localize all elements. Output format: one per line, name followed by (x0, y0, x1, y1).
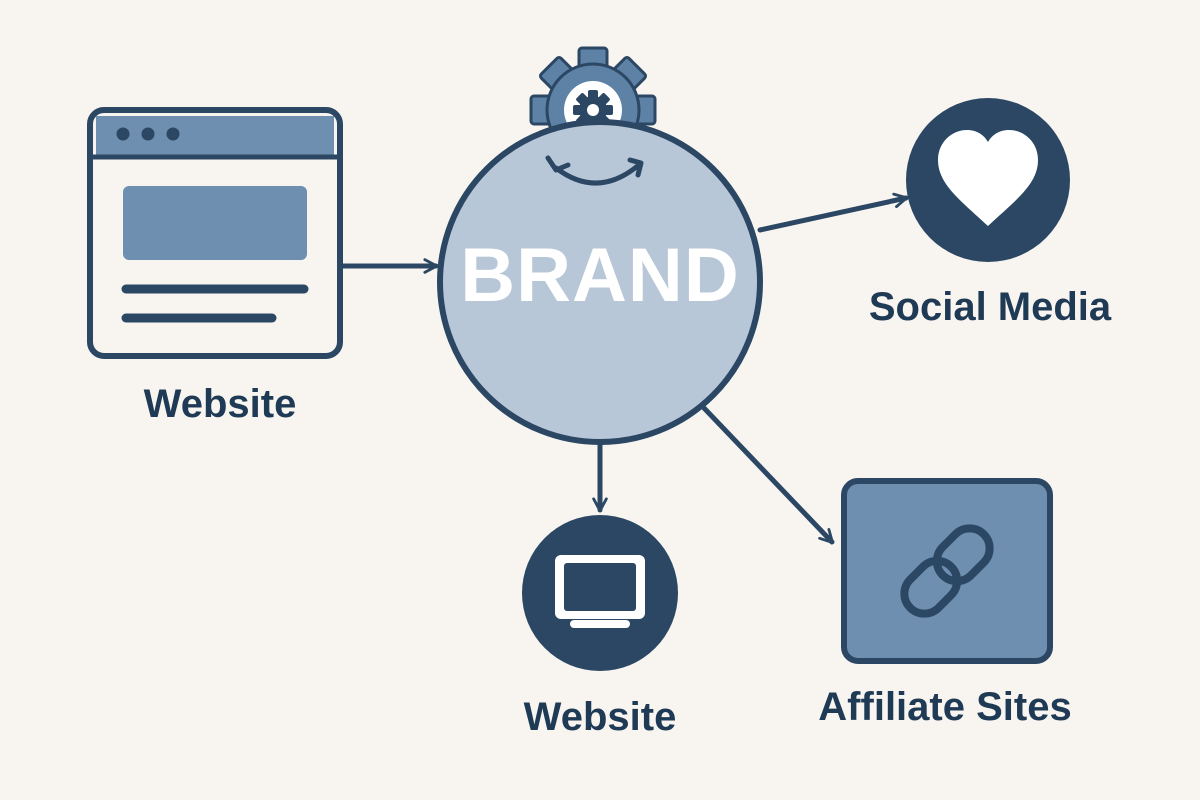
browser-window-icon (87, 107, 343, 359)
website-bottom-label: Website (523, 695, 677, 739)
social-media-label: Social Media (868, 285, 1112, 329)
brand-label: BRAND (460, 233, 740, 318)
arrow-brand-to-affiliate (701, 405, 835, 545)
heart-icon (906, 98, 1070, 262)
affiliate-sites-label: Affiliate Sites (818, 685, 1072, 729)
monitor-icon (522, 515, 678, 671)
website-left-label: Website (143, 382, 297, 426)
arrow-brand-to-social (757, 192, 909, 233)
brand-hub (437, 119, 763, 445)
chain-link-icon (841, 478, 1053, 664)
